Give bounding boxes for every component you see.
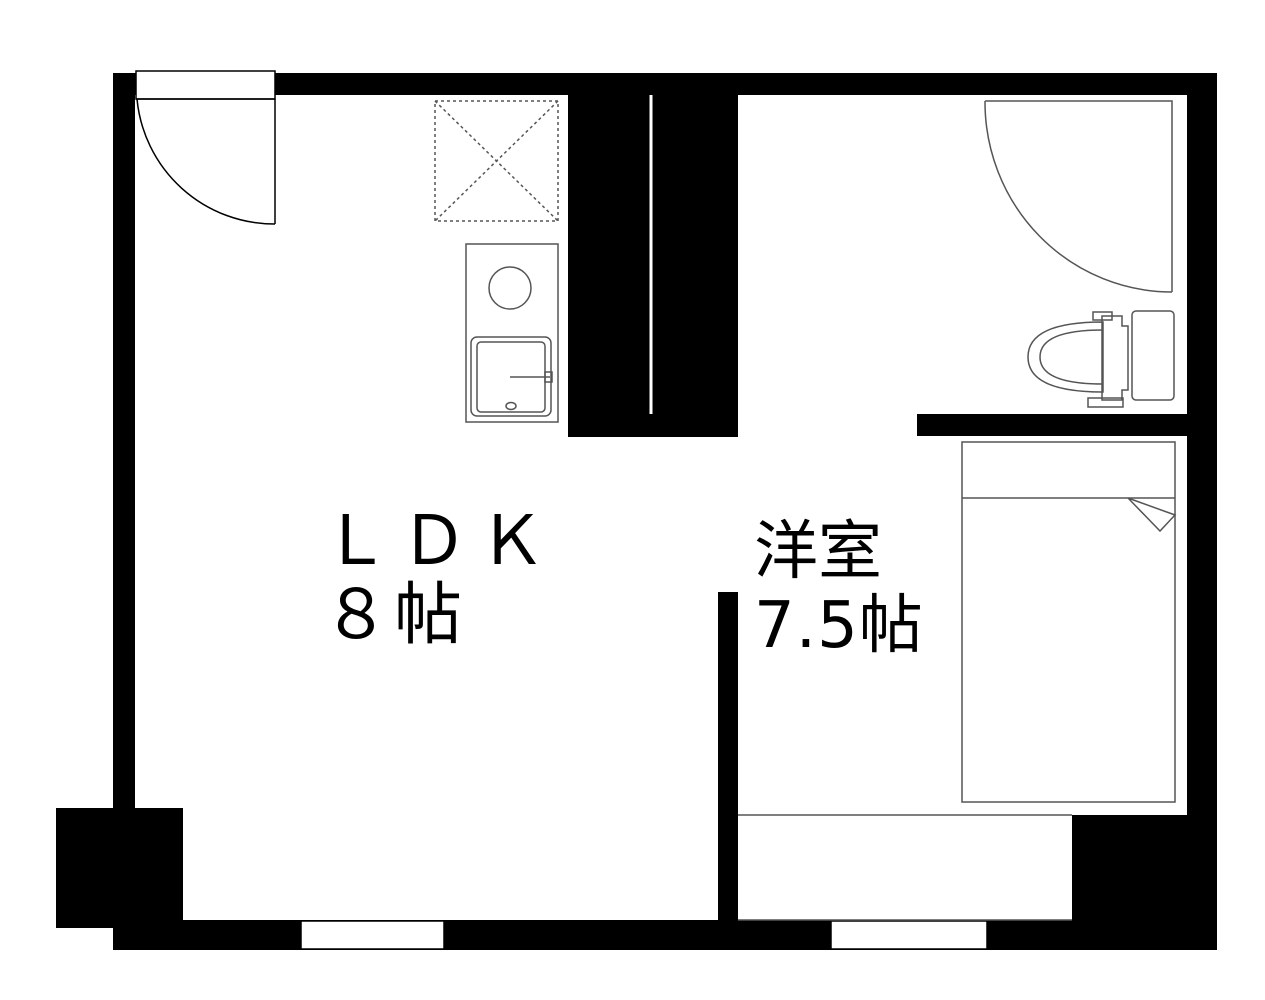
closet	[738, 814, 1072, 921]
exterior-walls	[56, 73, 1217, 950]
wall-bottom	[113, 920, 1217, 950]
toilet	[1027, 310, 1175, 408]
bedroom-room-size: 7.5帖	[754, 589, 924, 663]
openings	[135, 70, 988, 950]
wall-top	[113, 73, 1217, 95]
entrance-door	[136, 98, 276, 225]
toilet-tank	[1131, 310, 1175, 401]
kitchen-counter	[465, 243, 559, 423]
ldk-room-name: ＬＤＫ	[322, 502, 557, 581]
pillar-bottom-left	[56, 808, 183, 928]
interior-walls	[568, 95, 1187, 922]
wall-left	[113, 73, 135, 950]
ldk-room-size: ８帖	[322, 576, 467, 655]
wall-right	[1187, 73, 1217, 950]
pillar-bottom-right	[1072, 815, 1217, 950]
wall-core-unit-bath	[568, 95, 738, 437]
bath-door	[984, 100, 1173, 293]
wall-partition-ldk-bedroom	[718, 592, 738, 922]
bedroom-room-name: 洋室	[754, 515, 882, 589]
refrigerator-space	[434, 100, 559, 222]
kitchen-sink	[470, 336, 552, 417]
entrance-opening	[135, 70, 276, 100]
bed	[961, 441, 1177, 803]
window-bedroom	[830, 920, 988, 950]
stove-burner	[488, 266, 532, 310]
window-ldk	[300, 920, 445, 950]
toilet-bowl	[1027, 321, 1104, 393]
wall-toilet-bedroom	[917, 414, 1187, 436]
